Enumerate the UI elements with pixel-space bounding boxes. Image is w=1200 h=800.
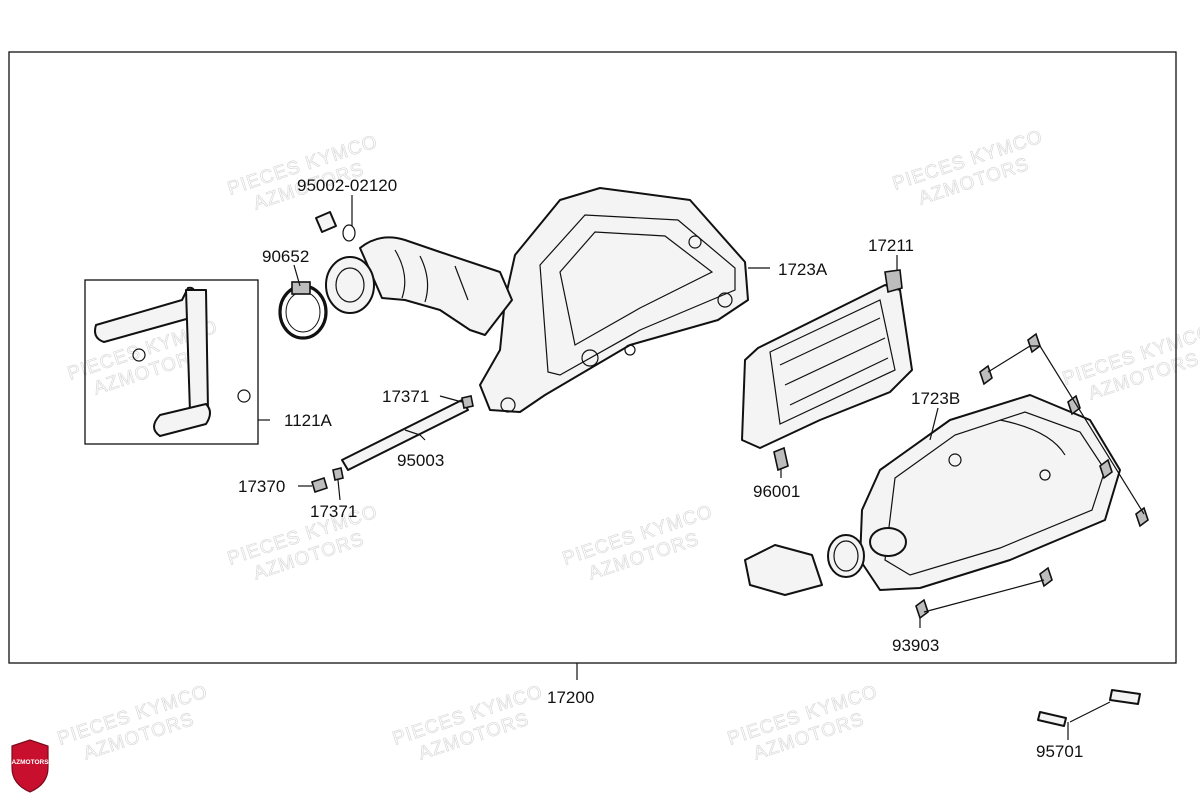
plug-17370	[311, 476, 328, 494]
filter-element	[741, 269, 913, 449]
screw-96001	[773, 446, 789, 472]
part-label-96001: 96001	[753, 482, 800, 501]
part-label-95003: 95003	[397, 451, 444, 470]
logo-shield	[11, 739, 49, 793]
part-label-1121A: 1121A	[284, 411, 333, 430]
breather-hose-vertical	[185, 289, 209, 413]
intake-duct	[325, 236, 513, 336]
intake-rubber	[744, 544, 823, 596]
hose-clamp-90652	[278, 281, 328, 340]
part-label-17370: 17370	[238, 477, 285, 496]
clip-17371-upper	[461, 395, 474, 409]
part-labels: 95002-02120 90652 1121A 17371 95003 1737…	[238, 176, 1083, 761]
part-label-1723B: 1723B	[911, 389, 960, 408]
brand-logo: AZMOTORS	[11, 739, 49, 793]
logo-text: AZMOTORS	[11, 759, 49, 766]
grommet-95002	[315, 211, 337, 233]
part-label-93903: 93903	[892, 636, 939, 655]
part-label-1723A: 1723A	[778, 260, 828, 279]
assembly-frame	[8, 51, 1177, 664]
part-label-17211: 17211	[868, 236, 914, 255]
clip-icon	[342, 224, 356, 242]
part-label-17200: 17200	[547, 688, 594, 707]
breather-hose-lower	[153, 403, 211, 437]
part-label-95002-02120: 95002-02120	[297, 176, 397, 195]
clip-icon	[237, 389, 251, 403]
leader-lines	[258, 195, 939, 680]
cover-inlet	[869, 527, 907, 557]
duct-inlet-ring	[325, 256, 375, 314]
air-box-cover	[859, 394, 1121, 591]
clip-17371-lower	[332, 467, 344, 481]
bolt-95701-group	[1037, 689, 1141, 740]
clip-icon	[132, 348, 146, 362]
part-label-17371-lower: 17371	[310, 502, 357, 521]
hose-detail-box	[84, 279, 259, 445]
part-label-90652: 90652	[262, 247, 309, 266]
drain-tube-95003	[341, 399, 469, 471]
part-label-17371-upper: 17371	[382, 387, 429, 406]
part-label-95701: 95701	[1036, 742, 1083, 761]
screw-93903-group	[915, 332, 1149, 620]
air-box-body	[479, 187, 749, 413]
